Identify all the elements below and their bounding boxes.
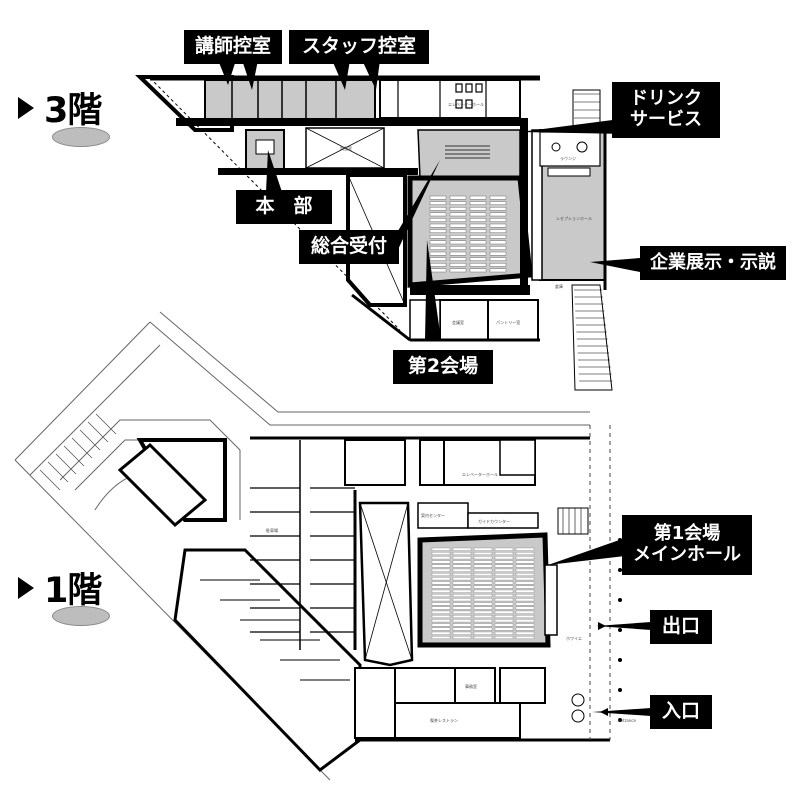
drink-service-callout: ドリンク サービス — [612, 82, 720, 138]
first-floor-plan: エレベーターホール 案内センター ガイドカウンター ホワイエ 喫茶レストラン 事… — [14, 311, 636, 781]
reception-hall-label: レセプションホール — [556, 215, 592, 221]
floor-3-marker: 3階 — [18, 82, 102, 133]
meeting-3f-label: 会議室 — [452, 319, 464, 325]
entrance-en-label: Entrance — [618, 718, 636, 723]
lecturer-room-callout: 講師控室 — [184, 30, 282, 64]
entrance-callout: 入口 — [650, 695, 712, 729]
floor-3-label: 3階 — [44, 91, 102, 131]
ev-hall-1f-label: エレベーターホール — [462, 471, 498, 477]
staff-room-callout: スタッフ控室 — [289, 30, 429, 64]
third-floor-plan: レセプションホール エレベーターホール ラウンジ パントリー室 倉庫 会議室 調… — [135, 75, 613, 391]
reception-callout: 総合受付 — [299, 230, 399, 264]
foyer-label: ホワイエ — [566, 636, 582, 641]
ev-hall-3f-label: エレベーターホール — [448, 101, 484, 107]
info-center-label: 案内センター — [421, 512, 445, 518]
play-triangle-icon — [18, 96, 34, 119]
hall1-callout: 第1会場 メインホール — [622, 515, 752, 575]
door-arrows — [598, 622, 608, 716]
headquarters-callout: 本 部 — [236, 190, 332, 224]
exhibition-callout: 企業展示・示説 — [640, 246, 786, 280]
floor-1-label: 1階 — [44, 571, 102, 611]
exit-callout: 出口 — [650, 610, 712, 644]
floor-1-marker: 1階 — [18, 562, 102, 613]
hall2-seating — [429, 195, 507, 273]
store-label: 倉庫 — [555, 283, 563, 289]
play-triangle-icon — [18, 576, 34, 599]
guide-counter-label: ガイドカウンター — [478, 518, 510, 524]
hall2-callout: 第2会場 — [393, 350, 493, 384]
floor-3-disc — [52, 127, 110, 147]
hall1-seating — [431, 547, 535, 639]
pantry-label: パントリー室 — [496, 319, 520, 325]
office-label: 事務室 — [465, 683, 477, 689]
parking-label: 駐車場 — [266, 527, 278, 533]
restaurant-label: 喫茶レストラン — [430, 717, 458, 723]
callout-pointers — [218, 60, 651, 716]
lounge-label: ラウンジ — [560, 155, 576, 161]
floor-1-disc — [52, 606, 110, 626]
control-label: 調整室 — [340, 145, 352, 151]
